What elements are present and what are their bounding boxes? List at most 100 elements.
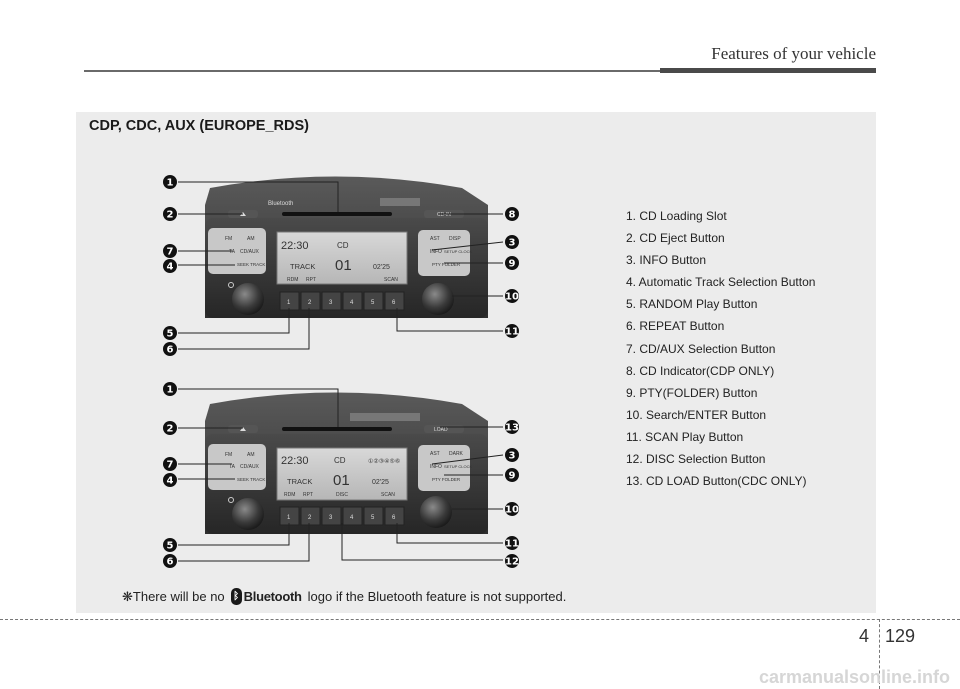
- callout-badge: [163, 382, 177, 396]
- ast-button[interactable]: AST: [430, 451, 440, 457]
- legend-item: 7. CD/AUX Selection Button: [626, 341, 776, 356]
- pty-folder-button[interactable]: PTY FOLDER: [432, 477, 461, 482]
- callout-badge: [505, 420, 519, 434]
- info-button[interactable]: INFO: [430, 249, 442, 255]
- cdc-leader-lines: [178, 388, 504, 562]
- cdc-radio-unit: LOAD FM AM TA CD/AUX SEEK TRACK 22:30 CD…: [205, 392, 488, 534]
- callout-badge: [505, 554, 519, 568]
- legend-item: 9. PTY(FOLDER) Button: [626, 385, 758, 400]
- am-button[interactable]: AM: [247, 236, 255, 242]
- preset-5-label: 5: [371, 515, 375, 521]
- preset-2-button[interactable]: [300, 506, 321, 526]
- preset-1-label: 1: [287, 515, 291, 521]
- setup-clock-button[interactable]: SETUP CLOCK: [444, 464, 472, 469]
- preset-4-label: 4: [350, 515, 354, 521]
- lcd-disc-indicators: ①②③④⑤⑥: [368, 458, 400, 465]
- setup-clock-button[interactable]: SETUP CLOCK: [444, 249, 472, 254]
- lcd-track-number: 01: [335, 257, 352, 274]
- svg-text:6: 6: [167, 345, 174, 356]
- ast-button[interactable]: AST: [430, 236, 440, 242]
- svg-text:9: 9: [509, 259, 516, 270]
- seek-track-button[interactable]: SEEK TRACK: [237, 262, 265, 267]
- lcd-scan: SCAN: [381, 492, 395, 498]
- callout-badge: [163, 175, 177, 189]
- preset-2-button[interactable]: [300, 291, 321, 311]
- power-icon: [228, 497, 234, 503]
- lcd-time: 02'25: [373, 264, 390, 271]
- svg-text:10: 10: [505, 505, 519, 516]
- fm-button[interactable]: FM: [225, 236, 232, 242]
- lcd-track-number: 01: [333, 472, 350, 489]
- cdc-right-button-panel: [418, 445, 470, 491]
- fm-button[interactable]: FM: [225, 452, 232, 458]
- svg-text:13: 13: [505, 423, 519, 434]
- seek-track-button[interactable]: SEEK TRACK: [237, 477, 265, 482]
- legend-item: 4. Automatic Track Selection Button: [626, 275, 816, 290]
- callout-badge: [163, 538, 177, 552]
- cdc-volume-knob[interactable]: [232, 498, 264, 530]
- lcd-rpt: RPT: [303, 492, 313, 498]
- ta-button[interactable]: TA: [229, 249, 236, 255]
- ta-button[interactable]: TA: [229, 464, 236, 470]
- cdp-lcd-display: [276, 231, 408, 285]
- cdc-callouts: 1 2 7 4 5 6 13 3 9 10 11 12: [163, 382, 519, 568]
- preset-5-button[interactable]: [363, 291, 384, 311]
- footnote-suffix: logo if the Bluetooth feature is not sup…: [307, 589, 567, 604]
- svg-text:6: 6: [167, 557, 174, 568]
- cd-aux-button[interactable]: CD/AUX: [240, 464, 260, 470]
- cd-loading-slot[interactable]: [282, 212, 392, 216]
- callout-badge: [505, 468, 519, 482]
- dark-button[interactable]: DARK: [449, 451, 464, 457]
- footer-rule: [0, 619, 960, 620]
- legend-item: 12. DISC Selection Button: [626, 452, 766, 467]
- cdp-callouts: 1 2 7 4 5 6 8 3 9 10 11: [163, 175, 519, 356]
- section-title: CDP, CDC, AUX (EUROPE_RDS): [89, 118, 309, 134]
- lcd-clock: 22:30: [281, 240, 309, 252]
- footer-page-divider: [879, 619, 880, 689]
- disp-button[interactable]: DISP: [449, 236, 461, 242]
- legend-item: 11. SCAN Play Button: [626, 429, 744, 444]
- callout-badge: [163, 457, 177, 471]
- legend-item: 2. CD Eject Button: [626, 231, 725, 246]
- callout-badge: [505, 502, 519, 516]
- preset-5-button[interactable]: [363, 506, 384, 526]
- preset-3-button[interactable]: [321, 291, 342, 311]
- callout-badge: [505, 536, 519, 550]
- svg-text:7: 7: [167, 247, 174, 258]
- preset-6-label: 6: [392, 300, 396, 306]
- cdp-search-enter-knob[interactable]: [422, 283, 454, 315]
- lcd-track-label: TRACK: [290, 262, 315, 271]
- legend-item: 1. CD Loading Slot: [626, 209, 727, 223]
- power-icon: [228, 282, 234, 288]
- cd-loading-slot[interactable]: [282, 427, 392, 431]
- preset-6-label: 6: [392, 515, 396, 521]
- cdp-format-logos: [380, 198, 420, 206]
- lcd-disc: DISC: [336, 492, 348, 498]
- page-number: 129: [885, 626, 916, 646]
- cdc-search-enter-knob[interactable]: [420, 496, 452, 528]
- am-button[interactable]: AM: [247, 452, 255, 458]
- callout-badge: [163, 207, 177, 221]
- cd-load-label: LOAD: [434, 427, 448, 433]
- preset-4-button[interactable]: [342, 291, 363, 311]
- cdp-volume-knob[interactable]: [232, 283, 264, 315]
- cd-in-label: CD-IN: [437, 212, 451, 218]
- preset-3-label: 3: [329, 515, 333, 521]
- pty-folder-button[interactable]: PTY FOLDER: [432, 262, 461, 267]
- callout-badge: [163, 421, 177, 435]
- legend-item: 10. Search/ENTER Button: [626, 407, 767, 422]
- preset-3-button[interactable]: [321, 506, 342, 526]
- preset-1-label: 1: [287, 300, 291, 306]
- eject-icon: [240, 427, 246, 431]
- preset-4-label: 4: [350, 300, 354, 306]
- svg-text:4: 4: [167, 262, 174, 273]
- legend-item: 6. REPEAT Button: [626, 319, 725, 334]
- preset-5-label: 5: [371, 300, 375, 306]
- preset-6-button[interactable]: [384, 506, 405, 526]
- info-button[interactable]: INFO: [430, 464, 442, 470]
- lcd-rdm: RDM: [287, 277, 298, 283]
- cd-aux-button[interactable]: CD/AUX: [240, 249, 260, 255]
- svg-text:3: 3: [509, 451, 516, 462]
- preset-4-button[interactable]: [342, 506, 363, 526]
- preset-6-button[interactable]: [384, 291, 405, 311]
